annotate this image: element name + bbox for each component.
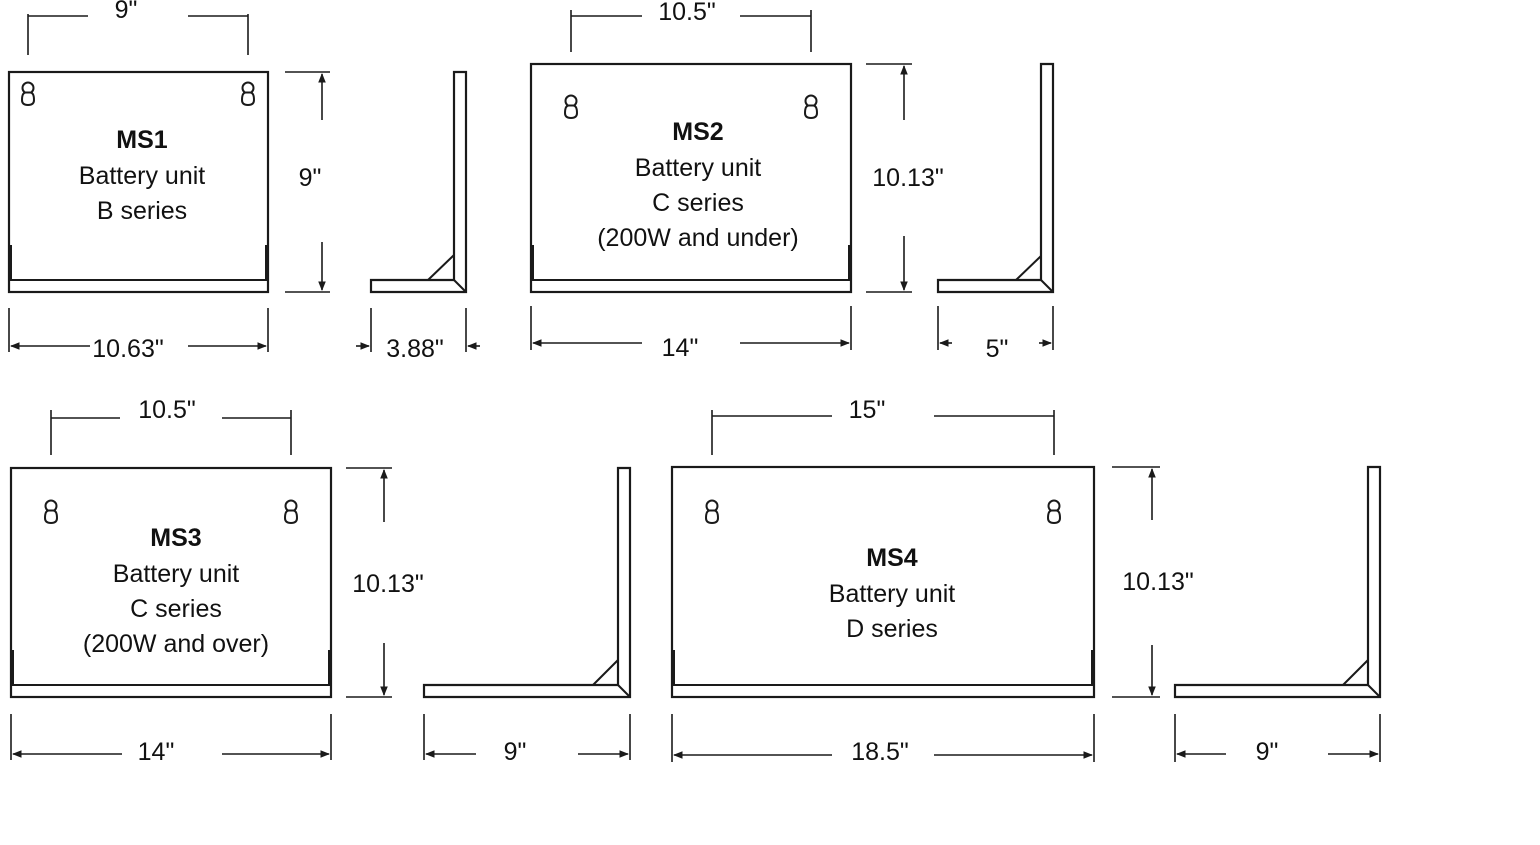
ms3-line-1: Battery unit: [113, 560, 240, 588]
keyhole-icon: [44, 499, 58, 524]
ms3-bottom-width-label: 14": [138, 738, 175, 766]
ms2-top-width-label: 10.5": [658, 0, 716, 26]
ms2-side-profile: [936, 62, 1055, 294]
ms3-side-depth-dimension: 9": [423, 714, 631, 766]
ms2-title: MS2: [672, 118, 723, 146]
unit-ms3: 10.5" MS3 Battery unit C series (200W an…: [9, 396, 632, 766]
ms3-height-label: 10.13": [352, 570, 423, 598]
keyhole-icon: [705, 499, 719, 524]
ms4-front-panel: MS4 Battery unit D series: [670, 465, 1096, 699]
ms1-depth-label: 3.88": [386, 335, 444, 363]
ms1-bottom-width-label: 10.63": [92, 335, 163, 363]
unit-ms2: 10.5" MS2 Battery unit C series (200W an…: [529, 0, 1055, 363]
ms3-title: MS3: [150, 524, 201, 552]
ms1-title: MS1: [116, 126, 168, 154]
ms1-top-width-dimension: 9": [27, 0, 249, 55]
ms4-top-width-dimension: 15": [711, 396, 1055, 455]
ms2-bottom-width-label: 14": [662, 334, 699, 362]
ms2-depth-label: 5": [986, 335, 1009, 363]
ms2-height-label: 10.13": [872, 164, 943, 192]
ms2-line-3: (200W and under): [597, 224, 799, 252]
ms1-line-2: B series: [97, 197, 187, 225]
ms1-top-width-label: 9": [115, 0, 138, 24]
ms1-bottom-width-dimension: 10.63": [8, 308, 269, 363]
ms4-line-1: Battery unit: [829, 580, 956, 608]
ms3-top-width-dimension: 10.5": [50, 396, 292, 455]
ms2-bottom-width-dimension: 14": [530, 306, 852, 362]
ms4-bottom-width-label: 18.5": [851, 738, 909, 766]
ms3-line-2: C series: [130, 595, 222, 623]
keyhole-icon: [804, 94, 818, 119]
ms4-height-dimension: 10.13": [1112, 466, 1194, 698]
ms2-height-dimension: 10.13": [866, 63, 944, 293]
ms3-side-profile: [422, 466, 632, 699]
ms1-side-depth-dimension: 3.88": [356, 308, 480, 363]
ms3-depth-label: 9": [504, 738, 527, 766]
unit-ms1: 9" MS1 Battery unit B series 9": [7, 0, 480, 363]
ms2-line-1: Battery unit: [635, 154, 762, 182]
ms2-top-width-dimension: 10.5": [570, 0, 812, 52]
ms4-title: MS4: [866, 544, 918, 572]
ms1-side-profile: [369, 70, 468, 294]
ms3-line-3: (200W and over): [83, 630, 269, 658]
ms2-line-2: C series: [652, 189, 744, 217]
ms3-height-dimension: 10.13": [346, 467, 424, 698]
keyhole-icon: [1047, 499, 1061, 524]
ms3-top-width-label: 10.5": [138, 396, 196, 424]
ms4-side-depth-dimension: 9": [1174, 714, 1381, 766]
ms1-height-label: 9": [299, 164, 322, 192]
unit-ms4: 15" MS4 Battery unit D series 10.13" 18.…: [670, 396, 1382, 766]
keyhole-icon: [21, 81, 35, 106]
ms4-line-2: D series: [846, 615, 938, 643]
ms4-depth-label: 9": [1256, 738, 1279, 766]
ms3-bottom-width-dimension: 14": [10, 714, 332, 766]
keyhole-icon: [564, 94, 578, 119]
ms2-side-depth-dimension: 5": [937, 306, 1054, 363]
ms3-front-panel: MS3 Battery unit C series (200W and over…: [9, 466, 333, 699]
ms4-bottom-width-dimension: 18.5": [671, 714, 1095, 766]
ms4-height-label: 10.13": [1122, 568, 1193, 596]
ms1-front-panel: MS1 Battery unit B series: [7, 70, 270, 294]
ms2-front-panel: MS2 Battery unit C series (200W and unde…: [529, 62, 853, 294]
keyhole-icon: [284, 499, 298, 524]
ms1-line-1: Battery unit: [79, 162, 206, 190]
ms4-side-profile: [1173, 465, 1382, 699]
ms4-top-width-label: 15": [849, 396, 886, 424]
keyhole-icon: [241, 81, 255, 106]
ms1-height-dimension: 9": [285, 71, 330, 293]
